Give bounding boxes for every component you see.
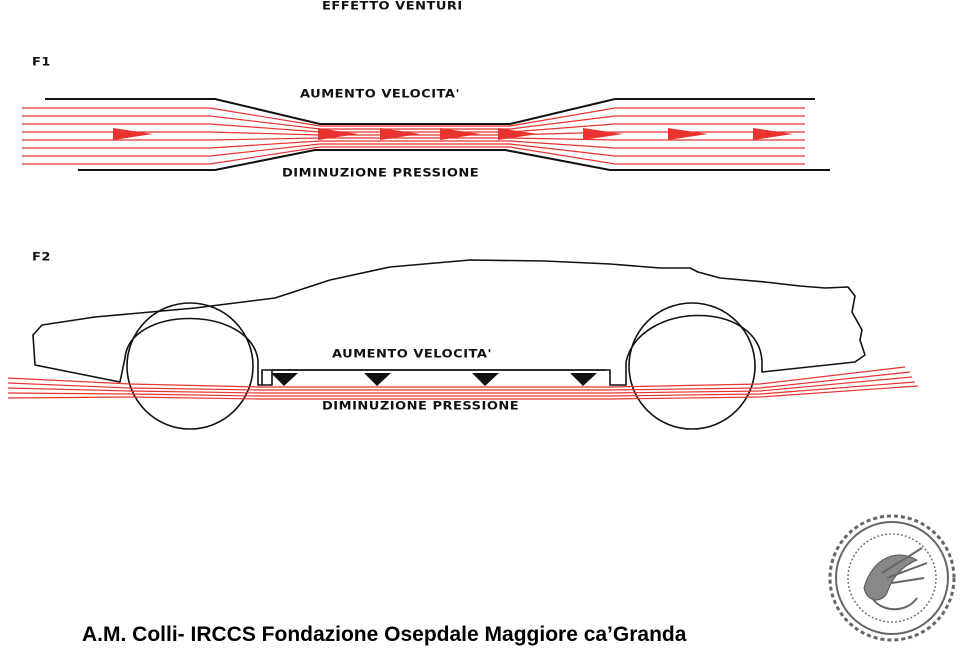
- figure-label-f2: F2: [32, 251, 51, 264]
- flow-arrow: [753, 128, 793, 140]
- institutional-seal-icon: [828, 514, 956, 642]
- flow-line: [22, 137, 805, 141]
- footer-credit: A.M. Colli- IRCCS Fondazione Osepdale Ma…: [82, 623, 687, 646]
- flow-arrow: [380, 128, 420, 140]
- flow-arrow: [318, 128, 358, 140]
- figure-label-f1: F1: [32, 56, 51, 69]
- f2-speed-increase-label: AUMENTO VELOCITA': [332, 348, 492, 361]
- tube-upper-wall: [45, 98, 815, 125]
- flow-arrow-down: [364, 373, 391, 386]
- flow-line: [7, 366, 906, 388]
- flow-arrow: [668, 128, 708, 140]
- flow-line: [22, 107, 805, 127]
- flow-arrows-f2: [271, 373, 597, 386]
- flow-line: [22, 123, 805, 133]
- f1-speed-increase-label: AUMENTO VELOCITA': [300, 88, 460, 101]
- flow-line: [7, 376, 913, 394]
- flow-arrow-down: [472, 373, 499, 386]
- rear-wheel: [126, 302, 254, 430]
- flow-arrow: [583, 128, 623, 140]
- f1-pressure-decrease-label: DIMINUZIONE PRESSIONE: [282, 167, 480, 180]
- flow-arrows-f1: [113, 128, 793, 140]
- flow-line: [7, 371, 911, 391]
- flow-arrow: [498, 128, 538, 140]
- car-body: [32, 259, 866, 386]
- flow-line: [7, 381, 916, 397]
- flow-arrow-down: [570, 373, 597, 386]
- flow-line: [22, 146, 805, 165]
- tube-lower-wall: [78, 149, 830, 171]
- car-body-inner-line: [261, 369, 606, 385]
- f2-pressure-decrease-label: DIMINUZIONE PRESSIONE: [322, 400, 520, 413]
- car-wheels: [126, 302, 756, 430]
- car-outline: [32, 259, 866, 386]
- flow-lines-f1: [22, 107, 805, 165]
- flow-line: [22, 115, 805, 130]
- venturi-tube: [45, 98, 830, 171]
- flow-lines-f2: [7, 366, 919, 400]
- flow-arrow: [113, 128, 153, 140]
- flow-line: [22, 140, 805, 149]
- flow-line: [22, 143, 805, 157]
- diagram-title: EFFETTO VENTURI: [322, 0, 463, 13]
- flow-arrow-down: [271, 373, 298, 386]
- flow-arrow: [440, 128, 480, 140]
- front-wheel: [628, 302, 756, 430]
- flow-line: [7, 385, 919, 400]
- flow-line: [22, 131, 805, 136]
